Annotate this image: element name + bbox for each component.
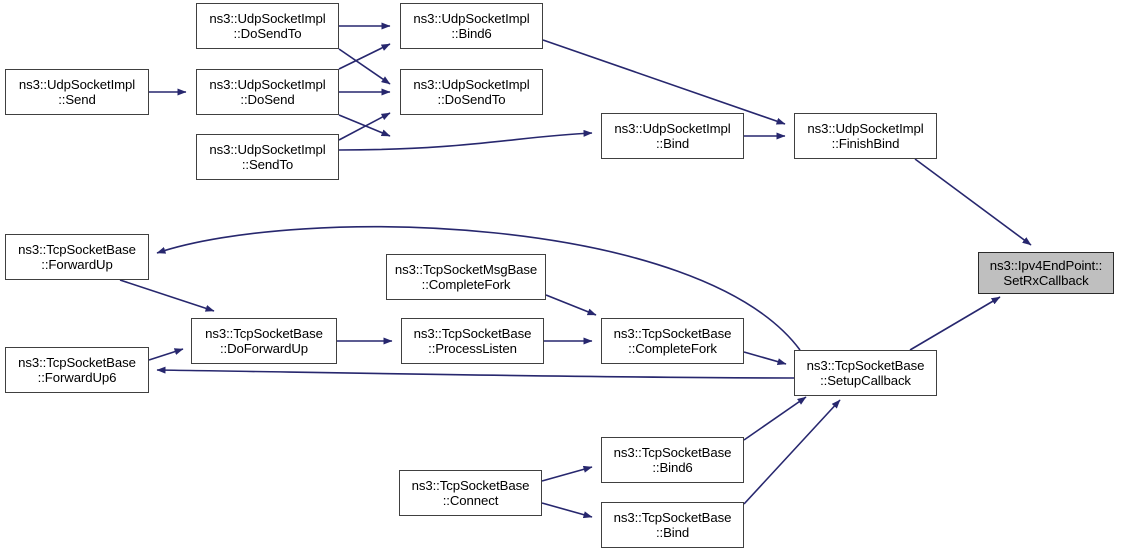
node-udp_dosendto_r[interactable]: ns3::UdpSocketImpl::DoSendTo	[400, 69, 543, 115]
node-tcp_forwardup6[interactable]: ns3::TcpSocketBase::ForwardUp6	[5, 347, 149, 393]
node-udp_send[interactable]: ns3::UdpSocketImpl::Send	[5, 69, 149, 115]
node-label-line1: ns3::UdpSocketImpl	[209, 76, 326, 92]
edge-tcp_setupcallback-to-tcp_forwardup6	[156, 366, 795, 379]
node-udp_finishbind[interactable]: ns3::UdpSocketImpl::FinishBind	[794, 113, 937, 159]
node-label-line1: ns3::UdpSocketImpl	[614, 120, 731, 136]
node-ipv4_setrx[interactable]: ns3::Ipv4EndPoint::SetRxCallback	[978, 252, 1114, 294]
edge-tcp_completefork-to-tcp_setupcallback	[743, 351, 787, 366]
node-label-line2: ::SendTo	[241, 157, 294, 172]
node-label-line2: ::ForwardUp6	[37, 370, 117, 385]
node-tcp_forwardup[interactable]: ns3::TcpSocketBase::ForwardUp	[5, 234, 149, 280]
node-tcp_completefork[interactable]: ns3::TcpSocketBase::CompleteFork	[601, 318, 744, 364]
edge-udp_bind6-to-udp_finishbind	[542, 39, 786, 125]
node-label-line2: ::Bind6	[652, 460, 693, 475]
node-label-line1: ns3::TcpSocketBase	[613, 509, 732, 525]
node-label-line2: SetRxCallback	[1003, 273, 1089, 288]
node-label-line2: ::Bind	[655, 136, 690, 151]
node-udp_bind[interactable]: ns3::UdpSocketImpl::Bind	[601, 113, 744, 159]
edge-tcp_msg_completefork-to-tcp_completefork	[545, 294, 597, 316]
node-label-line1: ns3::TcpSocketBase	[18, 354, 136, 370]
edge-tcp_connect-to-tcp_bind6	[541, 465, 593, 482]
node-label-line2: ::DoSend	[240, 92, 295, 107]
edge-udp_dosend-to-udp_bind6	[338, 43, 391, 70]
node-label-line2: ::Bind6	[451, 26, 492, 41]
node-label-line2: ::DoSendTo	[233, 26, 302, 41]
node-label-line1: ns3::UdpSocketImpl	[18, 76, 136, 92]
node-tcp_bind6[interactable]: ns3::TcpSocketBase::Bind6	[601, 437, 744, 483]
node-label-line1: ns3::TcpSocketMsgBase	[394, 261, 538, 277]
node-label-line1: ns3::TcpSocketBase	[613, 325, 732, 341]
edge-tcp_bind6-to-tcp_setupcallback	[743, 396, 807, 441]
edge-udp_finishbind-to-ipv4_setrx	[914, 158, 1032, 246]
node-label-line2: ::ProcessListen	[428, 341, 517, 356]
node-udp_bind6[interactable]: ns3::UdpSocketImpl::Bind6	[400, 3, 543, 49]
edge-udp_sendto-to-udp_bind	[338, 129, 593, 151]
node-udp_dosend[interactable]: ns3::UdpSocketImpl::DoSend	[196, 69, 339, 115]
node-udp_sendto[interactable]: ns3::UdpSocketImpl::SendTo	[196, 134, 339, 180]
node-label-line2: ::Connect	[442, 493, 499, 508]
node-label-line1: ns3::TcpSocketBase	[205, 325, 323, 341]
node-label-line1: ns3::TcpSocketBase	[411, 477, 530, 493]
node-udp_dosendto_tl[interactable]: ns3::UdpSocketImpl::DoSendTo	[196, 3, 339, 49]
edge-tcp_forwardup6-to-tcp_doforwardup	[148, 348, 184, 361]
node-label-line1: ns3::TcpSocketBase	[413, 325, 532, 341]
node-label-line1: ns3::UdpSocketImpl	[209, 141, 326, 157]
edge-udp_sendto-to-udp_dosendto_r	[338, 112, 391, 141]
edge-udp_dosendto_tl-to-udp_dosendto_r	[338, 48, 391, 85]
edge-tcp_bind-to-tcp_setupcallback	[743, 399, 841, 505]
edge-tcp_forwardup-to-tcp_doforwardup	[119, 279, 215, 312]
node-label-line2: ::CompleteFork	[421, 277, 511, 292]
node-label-line2: ::ForwardUp	[41, 257, 113, 272]
node-label-line1: ns3::TcpSocketBase	[613, 444, 732, 460]
node-tcp_connect[interactable]: ns3::TcpSocketBase::Connect	[399, 470, 542, 516]
node-tcp_doforwardup[interactable]: ns3::TcpSocketBase::DoForwardUp	[191, 318, 337, 364]
edge-udp_dosend-to-udp_bind	[338, 114, 391, 137]
node-label-line1: ns3::UdpSocketImpl	[413, 10, 530, 26]
edge-tcp_setupcallback-to-ipv4_setrx	[909, 296, 1001, 351]
node-label-line2: ::SetupCallback	[820, 373, 911, 388]
node-tcp_setupcallback[interactable]: ns3::TcpSocketBase::SetupCallback	[794, 350, 937, 396]
node-label-line1: ns3::TcpSocketBase	[806, 357, 925, 373]
node-tcp_msg_completefork[interactable]: ns3::TcpSocketMsgBase::CompleteFork	[386, 254, 546, 300]
node-label-line1: ns3::Ipv4EndPoint::	[989, 257, 1103, 273]
node-label-line1: ns3::UdpSocketImpl	[807, 120, 924, 136]
node-label-line2: ::Bind	[655, 525, 690, 540]
node-label-line2: ::DoSendTo	[437, 92, 506, 107]
node-label-line1: ns3::TcpSocketBase	[18, 241, 136, 257]
node-tcp_bind[interactable]: ns3::TcpSocketBase::Bind	[601, 502, 744, 548]
node-label-line2: ::CompleteFork	[628, 341, 717, 356]
node-label-line2: ::DoForwardUp	[219, 341, 309, 356]
node-label-line1: ns3::UdpSocketImpl	[413, 76, 530, 92]
node-tcp_processlisten[interactable]: ns3::TcpSocketBase::ProcessListen	[401, 318, 544, 364]
node-label-line2: ::FinishBind	[831, 136, 900, 151]
node-label-line2: ::Send	[58, 92, 96, 107]
node-label-line1: ns3::UdpSocketImpl	[209, 10, 326, 26]
edge-tcp_connect-to-tcp_bind	[541, 502, 593, 519]
